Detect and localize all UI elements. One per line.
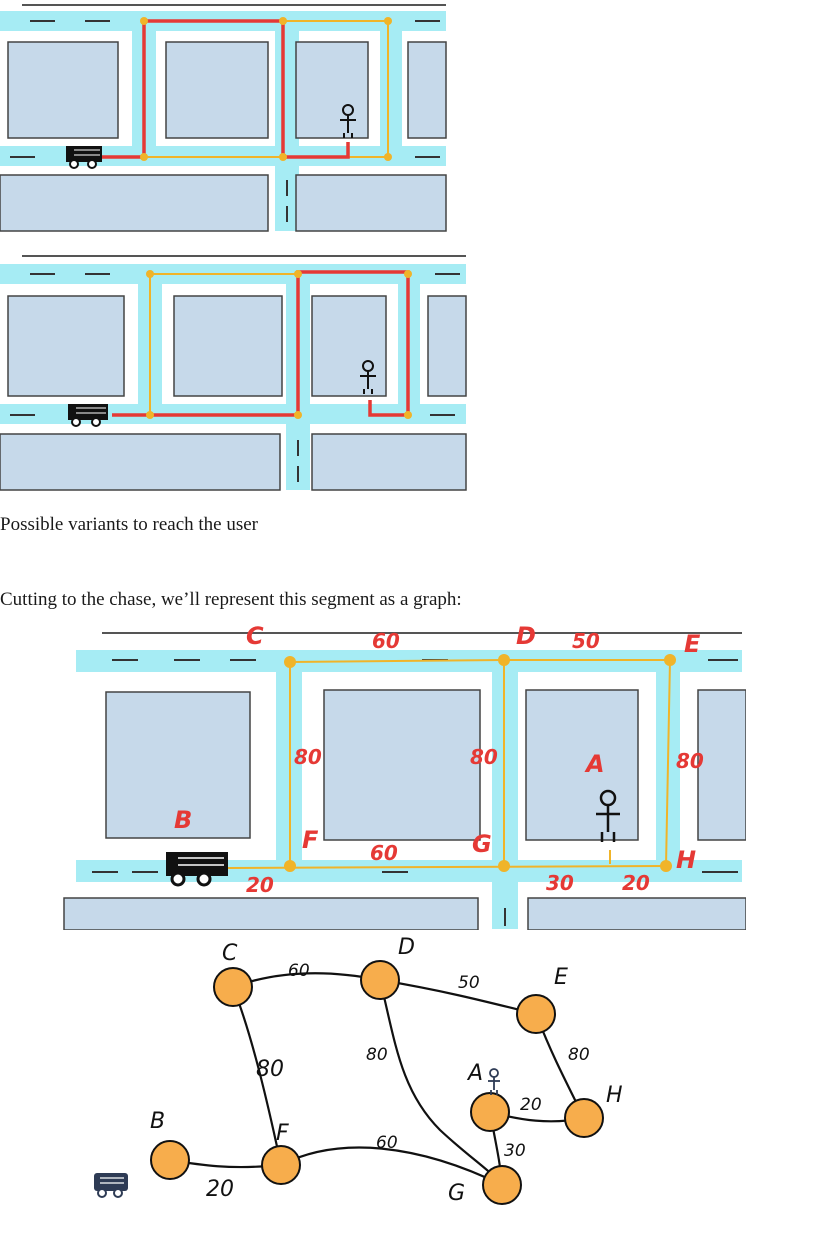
fire-truck-icon <box>166 852 228 887</box>
variants-caption: Possible variants to reach the user <box>0 514 259 535</box>
graph-node-f <box>261 1145 301 1185</box>
map-node-label-d: D <box>516 622 536 650</box>
graph-node-d <box>360 960 400 1000</box>
route-variant-2-map <box>0 255 467 491</box>
map-weight-ah: 20 <box>622 871 650 895</box>
map-weight-bf: 20 <box>246 873 274 897</box>
graph-weight-bf: 20 <box>206 1177 234 1202</box>
graph-node-h <box>564 1098 604 1138</box>
graph-node-e <box>516 994 556 1034</box>
labeled-street-map: C D E B F G H A 60 50 80 80 80 60 20 30 … <box>63 622 746 930</box>
map-weight-dg: 80 <box>470 745 498 769</box>
map-weight-fg: 60 <box>370 841 398 865</box>
graph-node-label-b: B <box>150 1109 165 1134</box>
map-weight-gh: 30 <box>546 871 574 895</box>
graph-weight-de: 50 <box>458 973 480 993</box>
map-weight-de: 50 <box>572 629 600 653</box>
graph-weight-eh: 80 <box>568 1045 590 1065</box>
graph-node-b <box>150 1140 190 1180</box>
map-node-label-e: E <box>684 630 701 658</box>
map-node-label-a: A <box>584 750 605 778</box>
graph-weight-fg: 60 <box>376 1133 398 1153</box>
graph-weight-cd: 60 <box>288 961 310 981</box>
graph-node-g <box>482 1165 522 1205</box>
map-weight-cd: 60 <box>372 629 400 653</box>
graph-weight-cf: 80 <box>256 1057 284 1082</box>
fire-truck-icon <box>94 1173 128 1198</box>
graph-node-label-a: A <box>466 1061 483 1086</box>
graph-node-a <box>470 1092 510 1132</box>
stick-figure-user-icon <box>360 360 376 394</box>
graph-node-label-h: H <box>606 1083 623 1108</box>
map-node-label-f: F <box>302 826 319 854</box>
graph-node-label-f: F <box>276 1121 289 1146</box>
map-weight-eh: 80 <box>676 749 704 773</box>
graph-edge-fg <box>280 1146 503 1186</box>
map-node-label-c: C <box>246 622 264 650</box>
map-node-label-b: B <box>174 806 192 834</box>
map-node-label-g: G <box>472 830 492 858</box>
graph-weight-dg: 80 <box>366 1045 388 1065</box>
graph-node-label-e: E <box>554 965 568 990</box>
map-weight-cf: 80 <box>294 745 322 769</box>
map-node-label-h: H <box>676 846 696 874</box>
graph-node-label-c: C <box>222 941 238 966</box>
abstract-graph: C D E B F G H A 60 50 80 80 80 20 60 30 … <box>94 935 623 1206</box>
stick-figure-user-icon <box>488 1068 500 1095</box>
graph-node-label-d: D <box>398 935 415 960</box>
fire-truck-icon <box>68 404 108 427</box>
graph-weight-ah: 20 <box>520 1095 542 1115</box>
graph-edge-dg <box>378 979 503 1186</box>
route-variant-1-map <box>0 4 447 232</box>
graph-weight-ga: 30 <box>504 1141 526 1161</box>
graph-node-label-g: G <box>448 1181 465 1206</box>
stick-figure-user-icon <box>340 104 356 138</box>
fire-truck-icon <box>66 146 102 169</box>
graph-node-c <box>213 967 253 1007</box>
stick-figure-user-icon <box>596 789 620 842</box>
graph-intro-caption: Cutting to the chase, we’ll represent th… <box>0 589 462 610</box>
